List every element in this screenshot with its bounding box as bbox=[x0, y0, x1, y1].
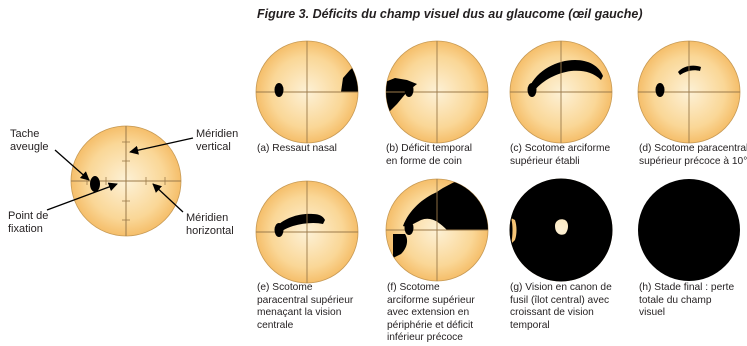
caption-d: (d) Scotome paracentral supérieur précoc… bbox=[639, 143, 747, 168]
caption-h: (h) Stade final : perte totale du champ … bbox=[639, 282, 734, 320]
field-e-threatening-central bbox=[255, 180, 359, 284]
label-fixation-point: Point de fixation bbox=[8, 210, 48, 236]
field-f-arcuate-extension bbox=[385, 178, 489, 282]
field-c-arcuate-scotoma bbox=[509, 40, 613, 144]
label-horizontal-meridian: Méridien horizontal bbox=[186, 212, 234, 238]
caption-a: (a) Ressaut nasal bbox=[257, 143, 337, 156]
field-h-total-loss bbox=[637, 178, 741, 282]
label-vertical-meridian: Méridien vertical bbox=[196, 128, 238, 154]
caption-e: (e) Scotome paracentral supérieur menaça… bbox=[257, 282, 353, 332]
label-blind-spot: Tache aveugle bbox=[10, 128, 49, 154]
caption-b: (b) Déficit temporal en forme de coin bbox=[386, 143, 472, 168]
caption-f: (f) Scotome arciforme supérieur avec ext… bbox=[387, 282, 475, 345]
field-b-temporal-wedge bbox=[385, 40, 489, 144]
field-a-nasal-step bbox=[255, 40, 359, 144]
caption-g: (g) Vision en canon de fusil (îlot centr… bbox=[510, 282, 612, 332]
field-d-paracentral-scotoma bbox=[637, 40, 741, 144]
field-g-tunnel-vision bbox=[509, 178, 613, 282]
caption-c: (c) Scotome arciforme supérieur établi bbox=[510, 143, 610, 168]
